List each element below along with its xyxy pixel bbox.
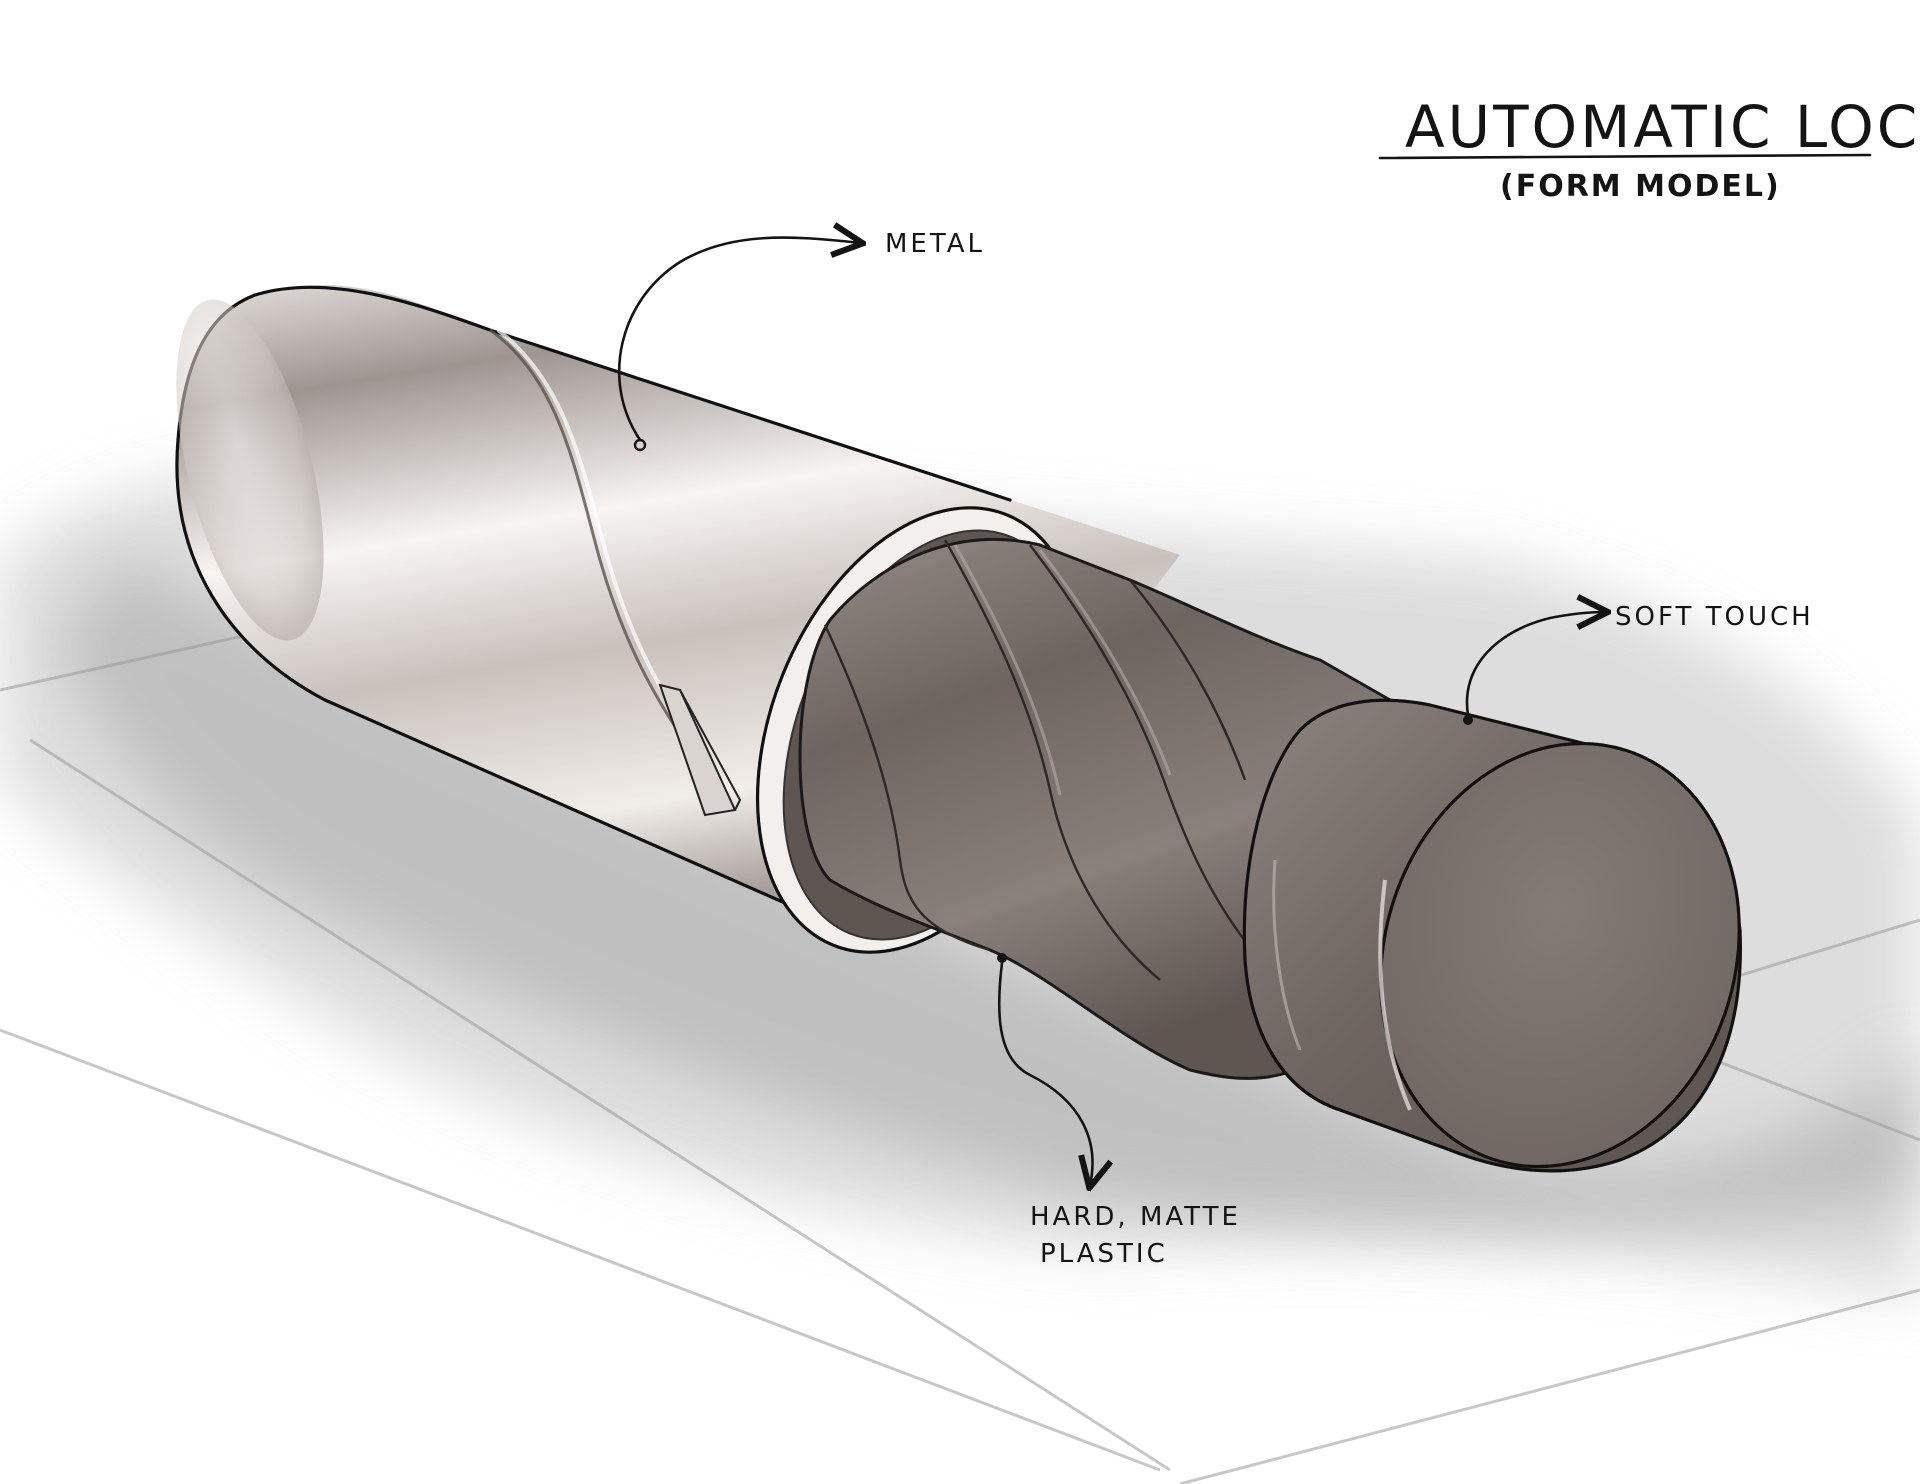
title-block: AUTOMATIC LOCK (FORM MODEL) xyxy=(1378,93,1920,204)
callout-metal-label: METAL xyxy=(885,229,985,259)
callout-hard-plastic-line2: PLASTIC xyxy=(1040,1239,1168,1269)
callout-hard-plastic: HARD, MATTE PLASTIC xyxy=(997,953,1241,1269)
callout-soft-touch-label: SOFT TOUCH xyxy=(1615,602,1814,632)
callout-metal: METAL xyxy=(617,229,985,452)
twisted-plastic-core xyxy=(798,537,1392,1080)
callout-soft-touch: SOFT TOUCH xyxy=(1463,602,1814,725)
ground-plane-lines xyxy=(0,568,1920,1484)
subtitle: (FORM MODEL) xyxy=(1500,169,1781,204)
title-underline xyxy=(1378,153,1872,160)
title: AUTOMATIC LOCK xyxy=(1405,93,1920,161)
soft-touch-knob xyxy=(1242,698,1742,1173)
callout-hard-plastic-line1: HARD, MATTE xyxy=(1030,1202,1241,1232)
